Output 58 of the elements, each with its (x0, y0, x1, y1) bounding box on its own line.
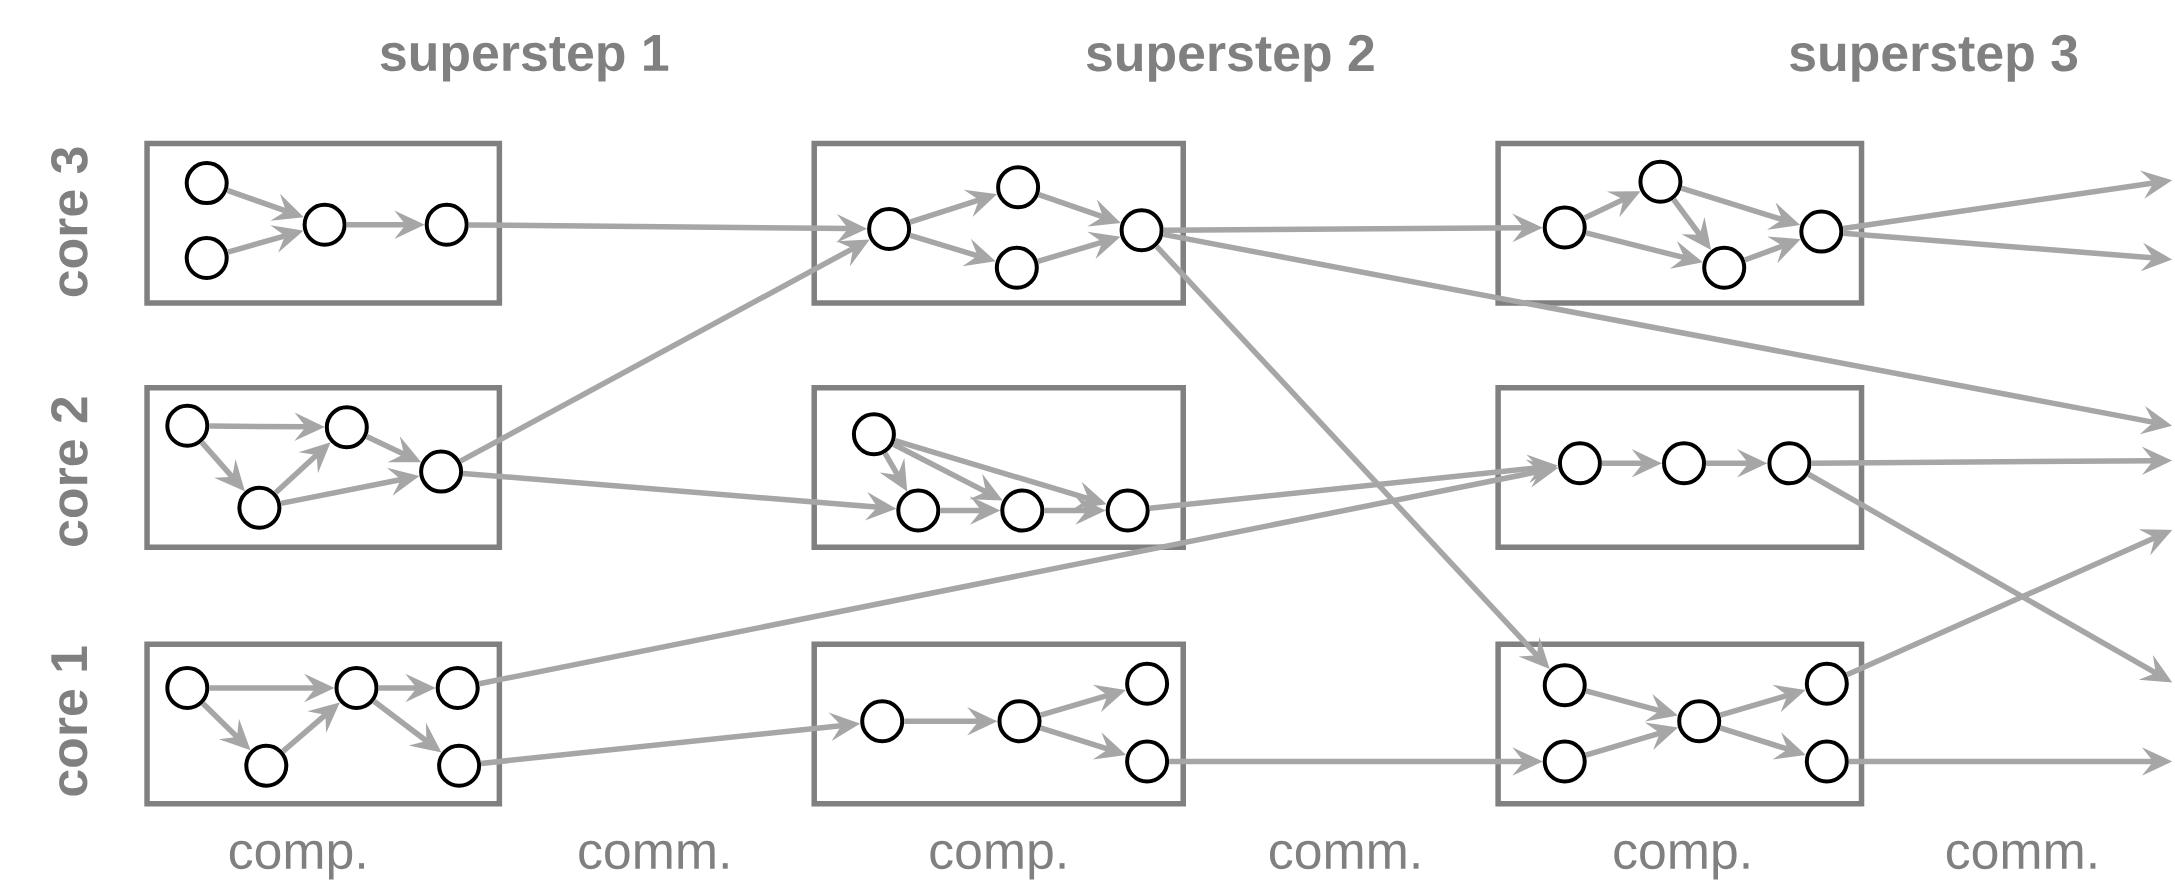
task-circle (1125, 739, 1170, 784)
phase-label: comm. (579, 840, 728, 870)
task-circle (165, 403, 210, 448)
task-circle (1542, 739, 1587, 784)
task-circle (851, 412, 896, 457)
task-circle (244, 743, 289, 788)
task-circle (424, 202, 469, 247)
phase-label: comp. (930, 840, 1065, 880)
column-heading: superstep 3 (1790, 34, 2078, 82)
row-label: core 3 (51, 147, 88, 297)
column-heading: superstep 2 (1086, 34, 1374, 82)
column-heading: superstep 1 (380, 35, 669, 82)
task-circle (165, 666, 210, 710)
core-box (811, 140, 1186, 306)
core-box (144, 641, 503, 807)
core-box (811, 641, 1186, 807)
task-circle (1702, 245, 1747, 290)
task-circle (997, 699, 1042, 744)
phase-label: comp. (229, 840, 364, 880)
core-box (144, 385, 503, 550)
task-circle (1767, 441, 1812, 486)
task-circle (1804, 661, 1849, 706)
task-circle (1542, 205, 1587, 250)
task-circle (1804, 739, 1849, 784)
task-circle (1000, 488, 1045, 533)
row-label: core 2 (51, 397, 88, 546)
core-box (811, 385, 1186, 550)
task-circle (437, 743, 482, 788)
task-circle (1638, 159, 1683, 204)
task-circle (184, 161, 229, 206)
task-circle (324, 405, 369, 450)
task-circle (1557, 441, 1602, 486)
task-circle (1799, 209, 1844, 254)
core-box (144, 140, 503, 306)
task-circle (896, 488, 941, 533)
task-circle (1125, 661, 1170, 706)
task-circle (1542, 663, 1587, 708)
task-circle (1119, 208, 1164, 253)
phase-label: comm. (1946, 840, 2096, 870)
phase-label: comm. (1270, 840, 1419, 870)
task-circle (435, 666, 480, 710)
task-circle (302, 202, 347, 247)
task-circle (1677, 699, 1722, 744)
task-circle (1105, 488, 1150, 533)
task-circle (184, 236, 229, 280)
core-box (1495, 641, 1865, 807)
task-circle (860, 699, 905, 744)
task-circle (334, 666, 379, 710)
core-box (1495, 140, 1865, 306)
row-label: core 1 (51, 646, 88, 796)
task-circle (994, 245, 1039, 290)
core-box (1495, 385, 1865, 550)
task-circle (237, 485, 282, 530)
task-circle (996, 165, 1041, 210)
phase-label: comp. (1614, 840, 1749, 880)
task-circle (867, 206, 912, 251)
task-circle (419, 449, 464, 494)
task-circle (1662, 441, 1707, 486)
